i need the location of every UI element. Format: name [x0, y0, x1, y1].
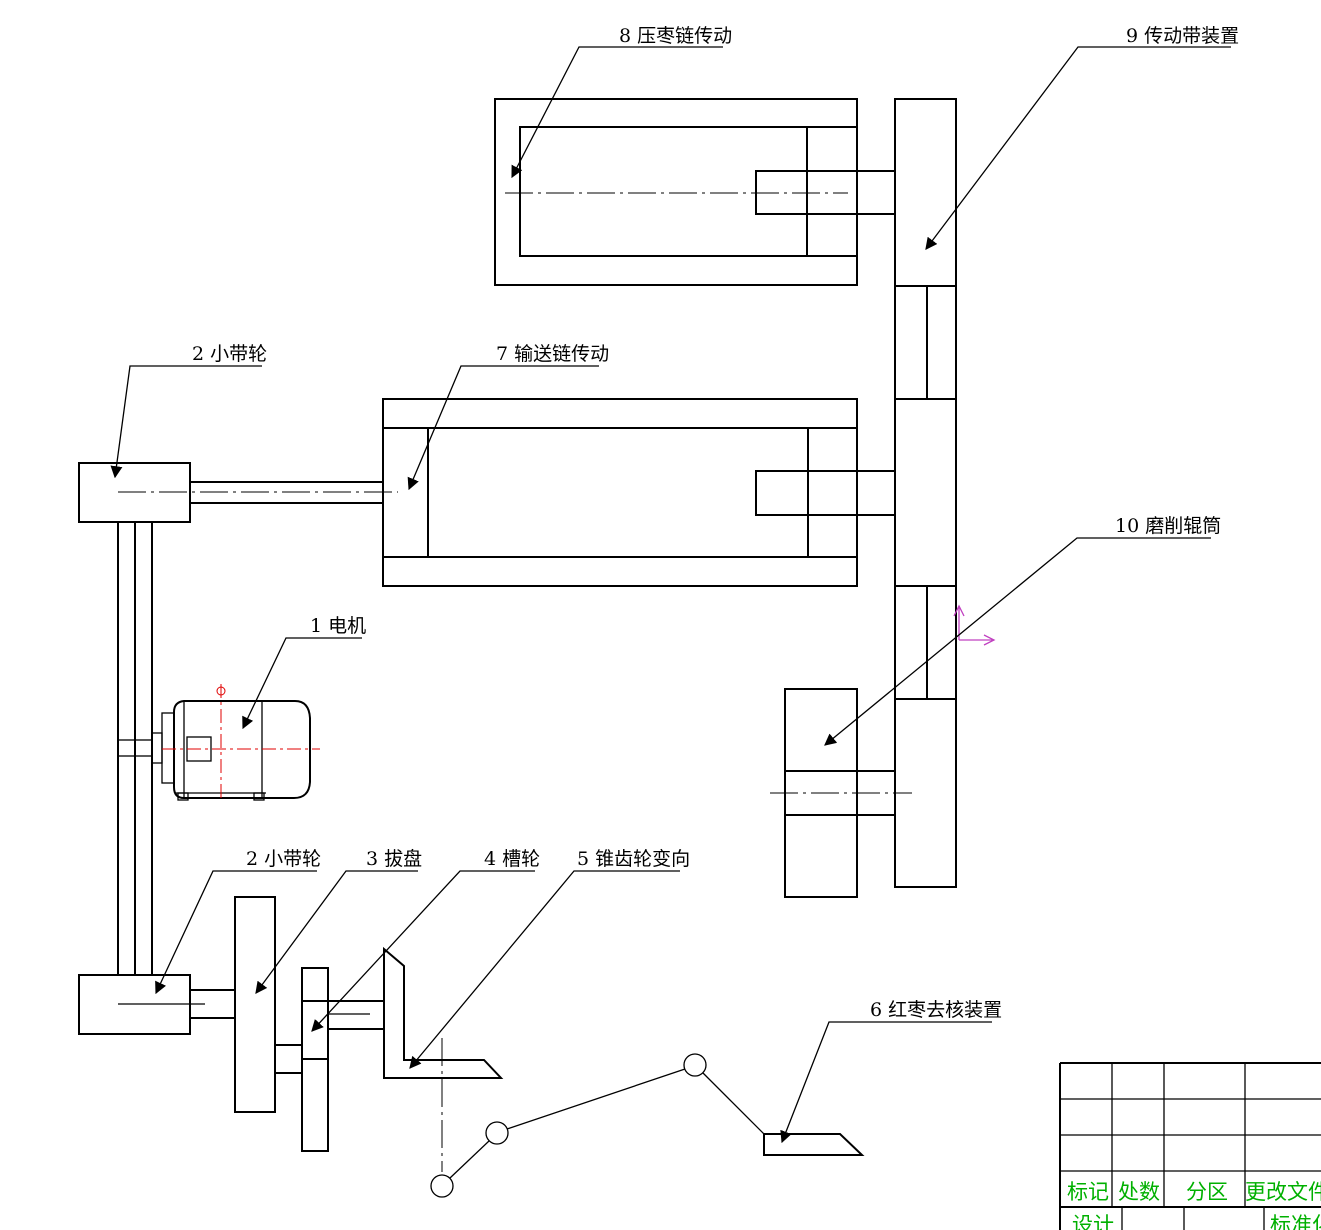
title-block-change-doc: 更改文件号	[1245, 1180, 1321, 1204]
dial	[234, 896, 303, 1113]
label-press-chain: 8 压枣链传动	[619, 25, 732, 47]
label-pitting-device: 6 红枣去核装置	[870, 999, 1002, 1021]
grinding-roller	[770, 688, 912, 898]
label-belt-device: 9 传动带装置	[1126, 25, 1239, 47]
label-bevel-gear: 5 锥齿轮变向	[577, 848, 690, 870]
motor	[117, 684, 320, 801]
press-chain-drive	[494, 98, 896, 286]
title-block-mark: 标记	[1067, 1180, 1109, 1204]
title-block-count: 处数	[1118, 1180, 1160, 1204]
label-dial: 3 拔盘	[366, 848, 422, 870]
label-small-pulley-upper: 2 小带轮	[192, 343, 267, 365]
title-block-zone: 分区	[1186, 1180, 1228, 1204]
label-conveyor-chain: 7 输送链传动	[496, 343, 609, 365]
belt-drive-device	[894, 98, 957, 888]
linkage	[430, 1053, 765, 1198]
label-small-pulley-lower: 2 小带轮	[246, 848, 321, 870]
pitting-device	[763, 1133, 865, 1156]
sheave	[301, 967, 385, 1152]
bevel-gear	[383, 946, 504, 1172]
title-block-standard: 标准化	[1270, 1213, 1321, 1230]
vertical-belt	[117, 522, 153, 975]
conveyor-chain-drive	[382, 398, 896, 587]
label-grinding-roller: 10 磨削辊筒	[1115, 515, 1221, 537]
leader-lines	[110, 46, 1231, 1144]
title-block: 标记 处数 分区 更改文件号 设计 标准化	[1059, 1062, 1321, 1230]
label-motor: 1 电机	[310, 615, 366, 637]
part-labels: 8 压枣链传动 9 传动带装置 2 小带轮 7 输送链传动 10 磨削辊筒 1 …	[192, 25, 1239, 1021]
title-block-design: 设计	[1072, 1213, 1114, 1230]
small-pulley-lower	[78, 974, 236, 1035]
label-sheave: 4 槽轮	[484, 848, 540, 870]
small-pulley-upper	[78, 462, 398, 523]
